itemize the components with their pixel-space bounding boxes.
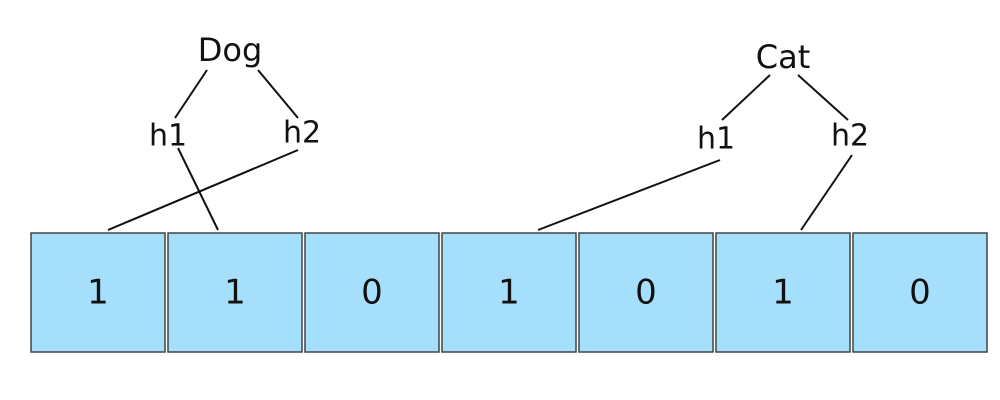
bit-cell-5 xyxy=(715,232,851,353)
bit-cell-value-2: 0 xyxy=(361,273,383,313)
edge-dog-h1-to-cell-1 xyxy=(177,147,219,231)
edge-cat-h1-to-cell-3 xyxy=(537,159,721,231)
bit-cell-4 xyxy=(578,232,714,353)
edges-layer xyxy=(107,69,853,231)
edge-cat-to-h2 xyxy=(797,74,849,121)
hash-label-cat-h2: h2 xyxy=(831,119,869,154)
edge-dog-h2-to-cell-0 xyxy=(107,149,299,231)
edge-cat-h2-to-cell-5 xyxy=(800,154,853,231)
bit-cell-value-6: 0 xyxy=(909,273,931,313)
hash-label-dog-h2: h2 xyxy=(283,116,321,151)
bit-cell-3 xyxy=(441,232,577,353)
edge-cat-to-h1 xyxy=(721,74,771,121)
bit-cell-0 xyxy=(30,232,166,353)
bit-cell-value-0: 1 xyxy=(87,273,109,313)
bit-cell-value-4: 0 xyxy=(635,273,657,313)
bit-cell-6 xyxy=(852,232,988,353)
bit-cell-value-3: 1 xyxy=(498,273,520,313)
item-label-dog: Dog xyxy=(198,31,263,69)
edge-dog-to-h1 xyxy=(174,69,208,119)
edge-dog-to-h2 xyxy=(257,69,299,119)
bit-cell-2 xyxy=(304,232,440,353)
bit-cell-value-5: 1 xyxy=(772,273,794,313)
hash-label-cat-h1: h1 xyxy=(697,122,735,157)
item-label-cat: Cat xyxy=(756,38,811,76)
bit-array: 1 1 0 1 0 1 0 xyxy=(30,232,988,353)
hash-label-dog-h1: h1 xyxy=(149,119,187,154)
bit-cell-value-1: 1 xyxy=(224,273,246,313)
bit-cell-1 xyxy=(167,232,303,353)
